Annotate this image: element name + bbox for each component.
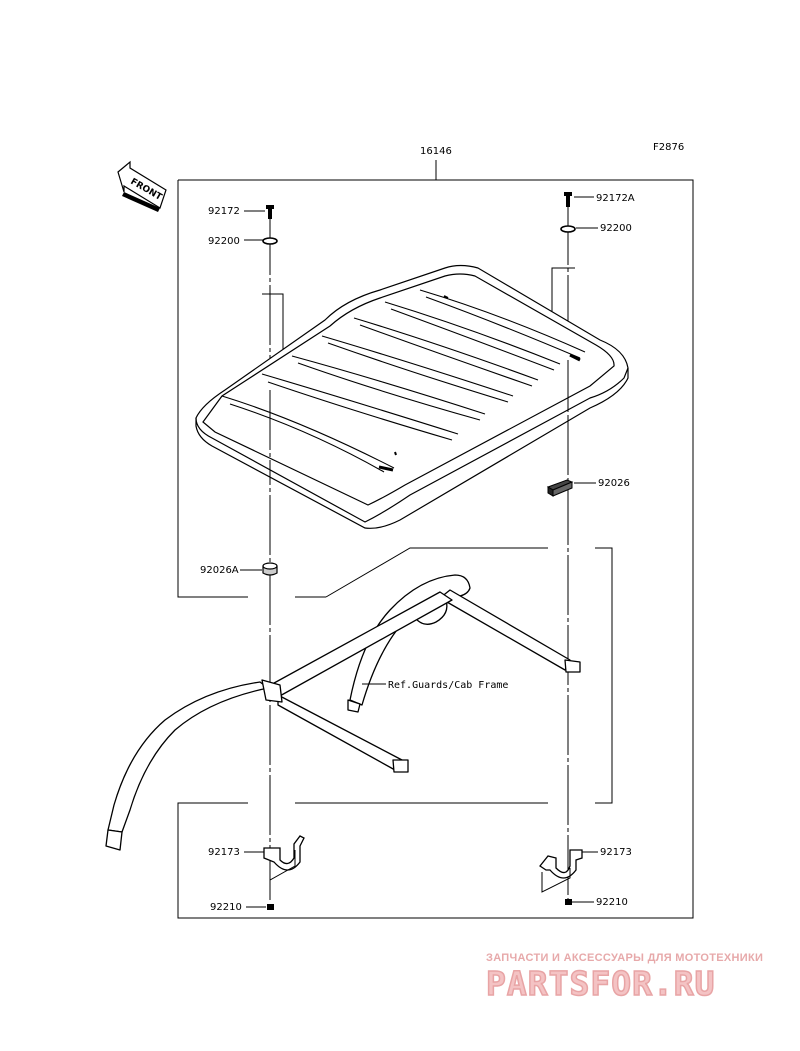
cab-frame-guard	[105, 574, 581, 851]
cab-roof	[195, 264, 629, 529]
label-92200-right: 92200	[600, 223, 632, 234]
clamp-icon	[263, 835, 305, 881]
label-92172: 92172	[208, 206, 240, 217]
watermark-logo: PARTSFOR.RU	[485, 964, 716, 1003]
washer-icon	[560, 225, 576, 233]
label-92172a: 92172A	[596, 193, 635, 204]
bolt-icon	[564, 192, 572, 207]
label-92026a: 92026A	[200, 565, 239, 576]
watermark-tagline: ЗАПЧАСТИ И АКСЕССУАРЫ ДЛЯ МОТОТЕХНИКИ	[486, 952, 764, 964]
label-92210-left: 92210	[210, 902, 242, 913]
nut-icon	[267, 904, 274, 910]
clamp-icon	[539, 849, 583, 893]
label-92026: 92026	[598, 478, 630, 489]
watermark: ЗАПЧАСТИ И АКСЕССУАРЫ ДЛЯ МОТОТЕХНИКИ PA…	[485, 952, 786, 1003]
spacer-icon	[262, 562, 278, 576]
washer-icon	[262, 237, 278, 245]
label-92173-right: 92173	[600, 847, 632, 858]
assembly-frame	[177, 179, 694, 919]
ref-guards-label: Ref.Guards/Cab Frame	[388, 680, 508, 691]
label-92173-left: 92173	[208, 847, 240, 858]
bolt-icon	[266, 205, 274, 219]
label-92210-right: 92210	[596, 897, 628, 908]
label-16146: 16146	[420, 146, 452, 157]
rubber-strip-icon	[546, 479, 574, 497]
label-92200-left: 92200	[208, 236, 240, 247]
nut-icon	[565, 899, 572, 905]
front-arrow-icon: FRONT	[117, 160, 167, 212]
diagram-id: F2876	[653, 142, 684, 153]
